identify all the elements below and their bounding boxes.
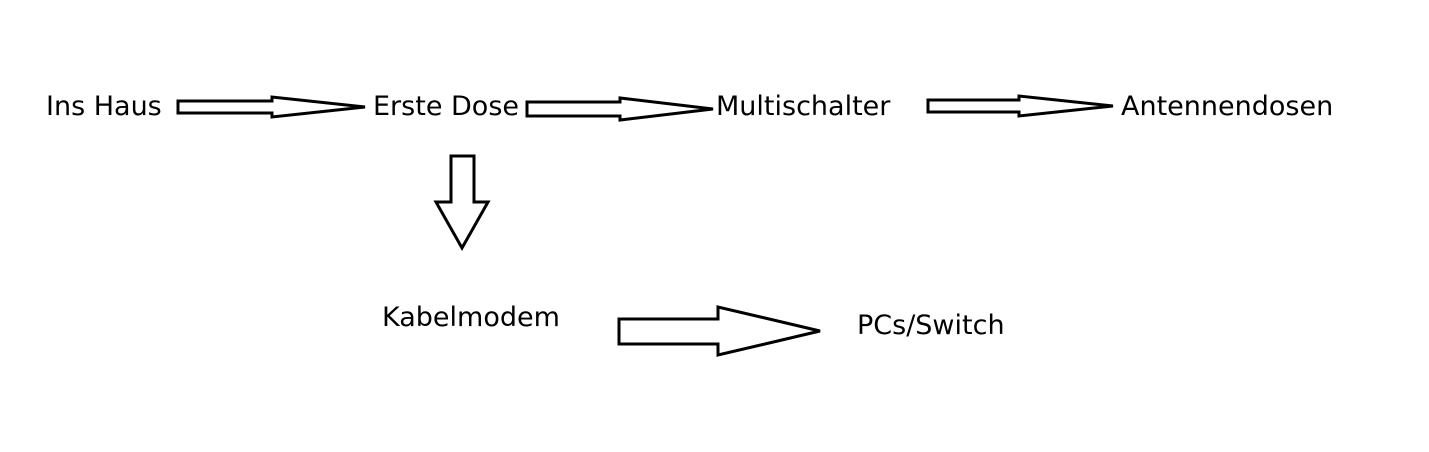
node-antennendosen: Antennendosen	[1121, 91, 1334, 122]
node-ins-haus: Ins Haus	[46, 91, 162, 122]
arrow-kabelmodem-to-pcs-switch	[617, 305, 821, 357]
node-pcs-switch: PCs/Switch	[857, 310, 1005, 341]
node-multischalter: Multischalter	[716, 91, 891, 122]
arrow-erste-dose-to-multischalter	[525, 96, 714, 122]
arrow-erste-dose-to-kabelmodem	[433, 154, 491, 252]
arrow-multischalter-to-antennendosen	[926, 94, 1114, 118]
node-erste-dose: Erste Dose	[373, 91, 519, 122]
node-kabelmodem: Kabelmodem	[382, 302, 560, 333]
arrow-ins-haus-to-erste-dose	[176, 95, 366, 119]
